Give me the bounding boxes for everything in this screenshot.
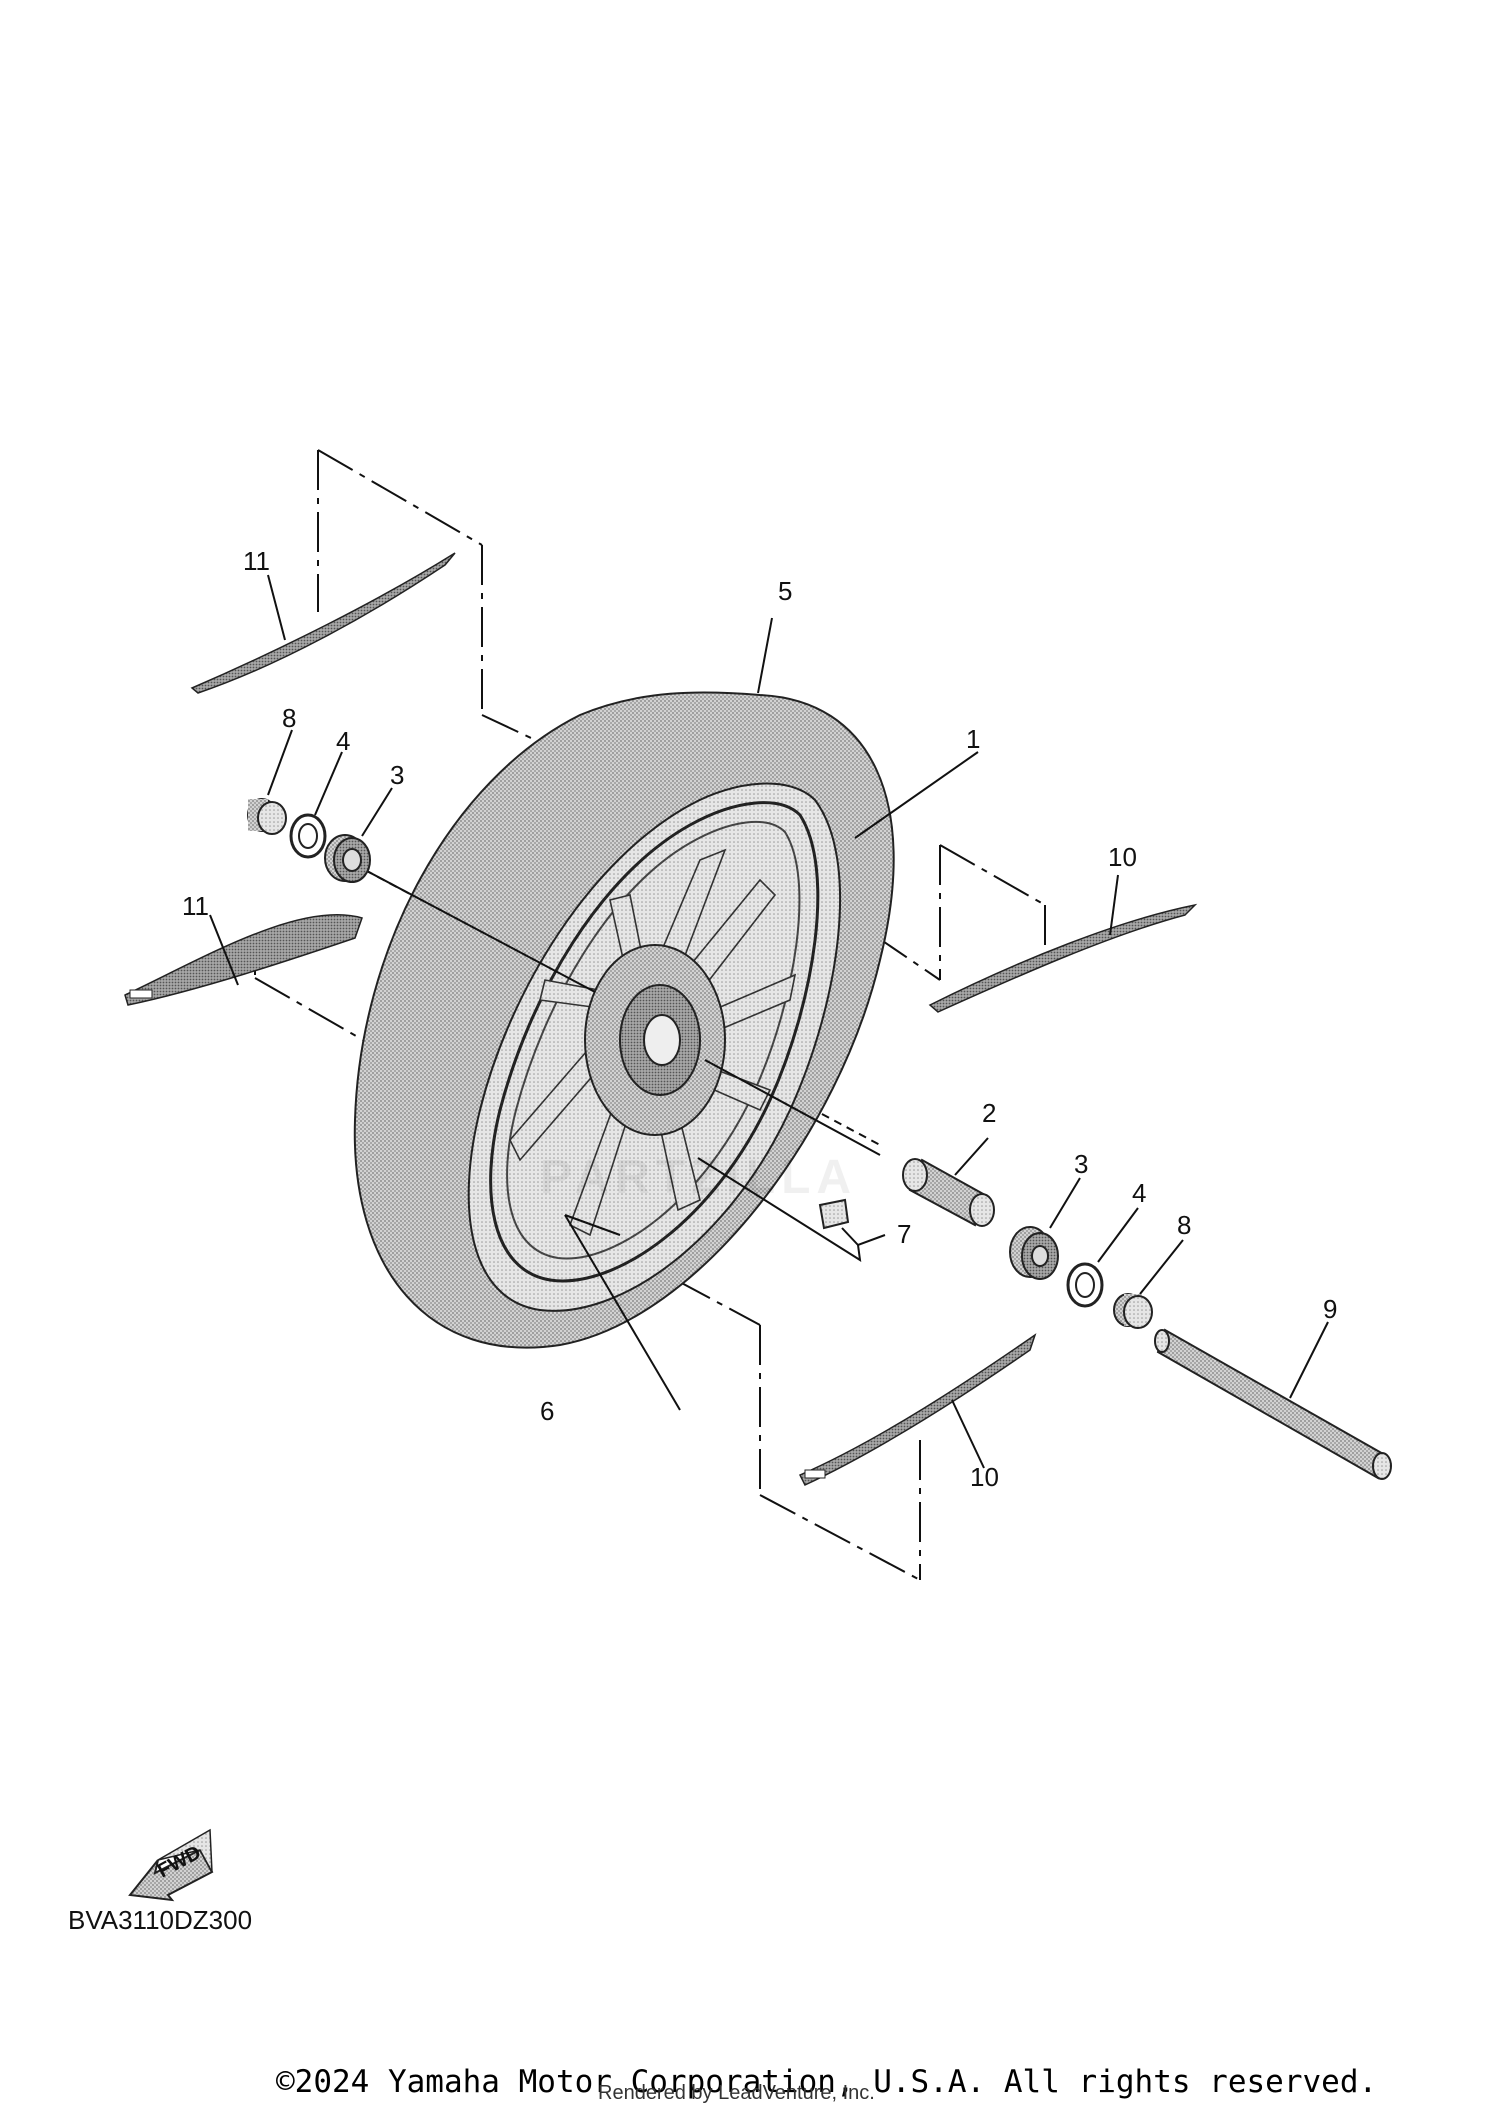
axle-centerline-2: [704, 1059, 881, 1156]
callout-3-left: 3: [390, 760, 404, 790]
collar-right: [1113, 1293, 1153, 1329]
fwd-arrow: FWD: [128, 1828, 214, 1902]
rendered-by-notice: Rendered by LeadVenture, Inc.: [598, 2082, 875, 2104]
callout-5: 5: [778, 576, 792, 606]
wheel-rim: [489, 801, 820, 1283]
callout-1: 1: [966, 724, 980, 754]
bearing-left: [324, 834, 371, 883]
callout-7: 7: [897, 1219, 911, 1249]
bolt-part-7: [818, 1198, 850, 1230]
decal-strip-11-left: [124, 913, 363, 1006]
oil-seal-left: [289, 813, 327, 859]
oil-seal-right: [1066, 1262, 1104, 1308]
callout-3-right: 3: [1074, 1149, 1088, 1179]
callout-6: 6: [540, 1396, 554, 1426]
callout-11-top: 11: [243, 546, 270, 576]
callout-4-right: 4: [1132, 1178, 1146, 1208]
copyright-notice: ©2024 Yamaha Motor Corporation, U.S.A. A…: [276, 2064, 1378, 2100]
leader-lines: [209, 574, 1329, 1469]
callout-4-left: 4: [336, 726, 350, 756]
decal-strip-10-right: [928, 903, 1198, 1013]
bearing-right: [1009, 1226, 1059, 1280]
watermark: PARTZILLA: [540, 1151, 858, 1204]
callout-9: 9: [1323, 1294, 1337, 1324]
decal-strip-10-bottom: [798, 1333, 1037, 1486]
wheel-axle: [1154, 1328, 1392, 1480]
callout-10-bottom: 10: [970, 1462, 999, 1492]
spacer-collar: [902, 1158, 995, 1227]
decal-strip-11-top: [190, 552, 456, 694]
callout-2: 2: [982, 1098, 996, 1128]
callouts: 11 5 1 10 8 4 3 11 2 3 4 8 7 9 6 10: [182, 546, 1337, 1492]
callout-8-left: 8: [282, 703, 296, 733]
axle-centerline: [364, 869, 596, 993]
callout-8-right: 8: [1177, 1210, 1191, 1240]
callout-11-left: 11: [182, 891, 209, 921]
callout-10-right: 10: [1108, 842, 1137, 872]
diagram-code: BVA3110DZ300: [68, 1905, 253, 1935]
collar-left: [247, 798, 287, 835]
